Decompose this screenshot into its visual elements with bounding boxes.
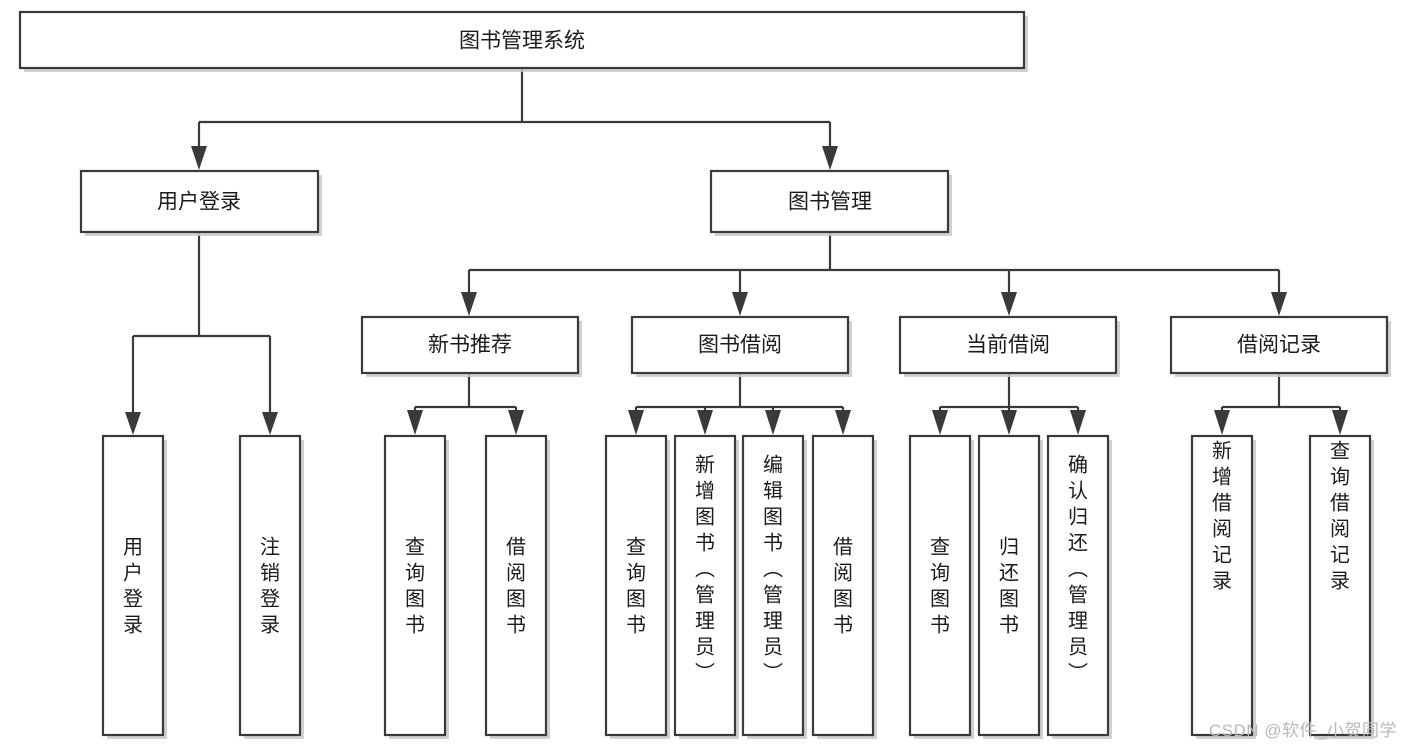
leaf-node-borrow-book-bb[interactable]: 借阅图书: [811, 434, 877, 739]
leaf-node-return-book[interactable]: 归还图书: [977, 434, 1043, 739]
node-current-borrow-box[interactable]: [898, 315, 1118, 375]
leaf-query-book-bb-label: 查询图书: [626, 536, 646, 637]
leaf-node-query-book-cb[interactable]: 查询图书: [908, 434, 974, 739]
leaf-node-borrow-book-nb[interactable]: 借阅图书: [484, 434, 550, 739]
leaf-logout-label: 注销登录: [260, 536, 280, 637]
node-current-borrow[interactable]: 当前借阅: [898, 315, 1120, 377]
node-new-book-recommend[interactable]: 新书推荐: [360, 315, 582, 377]
arrow-head-current-borrow: [1001, 292, 1017, 316]
node-user-login[interactable]: 用户登录: [79, 169, 322, 236]
arrow-head-currentborrow-leaf-2: [1001, 410, 1017, 435]
arrow-head-newbook-leaf-1: [407, 410, 423, 435]
arrow-head-bookborrow-leaf-2: [697, 410, 713, 435]
arrow-head-borrowrecord-leaf-2: [1332, 410, 1348, 435]
arrow-head-newbook-leaf-2: [508, 410, 524, 435]
node-book-management-box[interactable]: [709, 169, 950, 234]
node-current-borrow-label: 当前借阅: [966, 334, 1050, 357]
leaf-add-borrow-record-box[interactable]: [1190, 434, 1254, 737]
node-user-login-box[interactable]: [79, 169, 320, 234]
arrow-head-currentborrow-leaf-1: [932, 410, 948, 435]
node-book-management[interactable]: 图书管理: [709, 169, 952, 236]
arrow-head-bookborrow-leaf-3: [765, 410, 781, 435]
arrow-head-book-borrow: [732, 292, 748, 316]
node-borrow-record-box[interactable]: [1169, 315, 1389, 375]
leaf-node-query-borrow-record[interactable]: 查询借阅记录: [1308, 434, 1374, 739]
node-book-borrow-box[interactable]: [630, 315, 850, 375]
leaf-add-book-admin-label: 新增图书︵管理员︶: [695, 454, 715, 685]
arrow-head-bookborrow-leaf-4: [835, 410, 851, 435]
leaf-query-book-nb-label: 查询图书: [405, 536, 425, 637]
node-book-management-label: 图书管理: [788, 191, 872, 214]
node-root-label: 图书管理系统: [459, 30, 585, 53]
leaf-user-login-box[interactable]: [101, 434, 165, 737]
leaf-node-edit-book-admin[interactable]: 编辑图书︵管理员︶: [741, 434, 807, 739]
leaf-query-book-bb-box[interactable]: [604, 434, 668, 737]
leaf-node-query-book-nb[interactable]: 查询图书: [383, 434, 449, 739]
leaf-query-borrow-record-box[interactable]: [1308, 434, 1372, 737]
leaf-edit-book-admin-box[interactable]: [741, 434, 805, 737]
leaf-borrow-book-bb-box[interactable]: [811, 434, 875, 737]
leaf-borrow-book-nb-box[interactable]: [484, 434, 548, 737]
arrow-head-borrowrecord-leaf-1: [1214, 410, 1230, 435]
node-borrow-record[interactable]: 借阅记录: [1169, 315, 1391, 377]
leaf-node-query-book-bb[interactable]: 查询图书: [604, 434, 670, 739]
leaf-borrow-book-nb-label: 借阅图书: [506, 536, 526, 637]
watermark-text: CSDN @软件_小贺同学: [1208, 721, 1397, 740]
leaf-add-borrow-record-label: 新增借阅记录: [1212, 440, 1232, 593]
leaf-logout-box[interactable]: [238, 434, 302, 737]
leaf-node-confirm-return-admin[interactable]: 确认归还︵管理员︶: [1046, 434, 1112, 739]
node-borrow-record-label: 借阅记录: [1237, 334, 1321, 357]
leaf-node-user-login[interactable]: 用户登录: [101, 434, 167, 739]
leaf-query-borrow-record-label: 查询借阅记录: [1330, 440, 1350, 593]
arrow-head-user-login: [191, 146, 207, 170]
leaf-edit-book-admin-label: 编辑图书︵管理员︶: [763, 454, 783, 685]
leaf-query-book-nb-box[interactable]: [383, 434, 447, 737]
leaf-node-logout[interactable]: 注销登录: [238, 434, 304, 739]
leaf-return-book-box[interactable]: [977, 434, 1041, 737]
leaf-borrow-book-bb-label: 借阅图书: [833, 536, 853, 637]
leaf-confirm-return-admin-box[interactable]: [1046, 434, 1110, 737]
node-root-box[interactable]: [18, 10, 1026, 70]
arrow-head-currentborrow-leaf-3: [1070, 410, 1086, 435]
arrow-head-new-book: [461, 292, 477, 316]
leaf-query-book-cb-label: 查询图书: [930, 536, 950, 637]
arrow-head-bookborrow-leaf-1: [628, 410, 644, 435]
leaf-add-book-admin-box[interactable]: [673, 434, 737, 737]
leaf-node-add-borrow-record[interactable]: 新增借阅记录: [1190, 434, 1256, 739]
node-user-login-label: 用户登录: [157, 191, 241, 214]
leaf-confirm-return-admin-label: 确认归还︵管理员︶: [1068, 454, 1088, 685]
arrow-head-book-mgmt: [822, 146, 838, 170]
node-book-borrow[interactable]: 图书借阅: [630, 315, 852, 377]
leaf-return-book-label: 归还图书: [999, 536, 1019, 637]
leaf-node-add-book-admin[interactable]: 新增图书︵管理员︶: [673, 434, 739, 739]
node-new-book-recommend-label: 新书推荐: [428, 334, 512, 357]
leaf-query-book-cb-box[interactable]: [908, 434, 972, 737]
arrow-head-leaf-logout: [262, 412, 278, 435]
connector-layer: [125, 68, 1348, 435]
arrow-head-leaf-user-login: [125, 412, 141, 435]
node-book-borrow-label: 图书借阅: [698, 334, 782, 357]
node-root[interactable]: 图书管理系统: [18, 10, 1028, 72]
leaf-user-login-label: 用户登录: [123, 537, 143, 637]
node-new-book-recommend-box[interactable]: [360, 315, 580, 375]
arrow-head-borrow-record: [1271, 292, 1287, 316]
